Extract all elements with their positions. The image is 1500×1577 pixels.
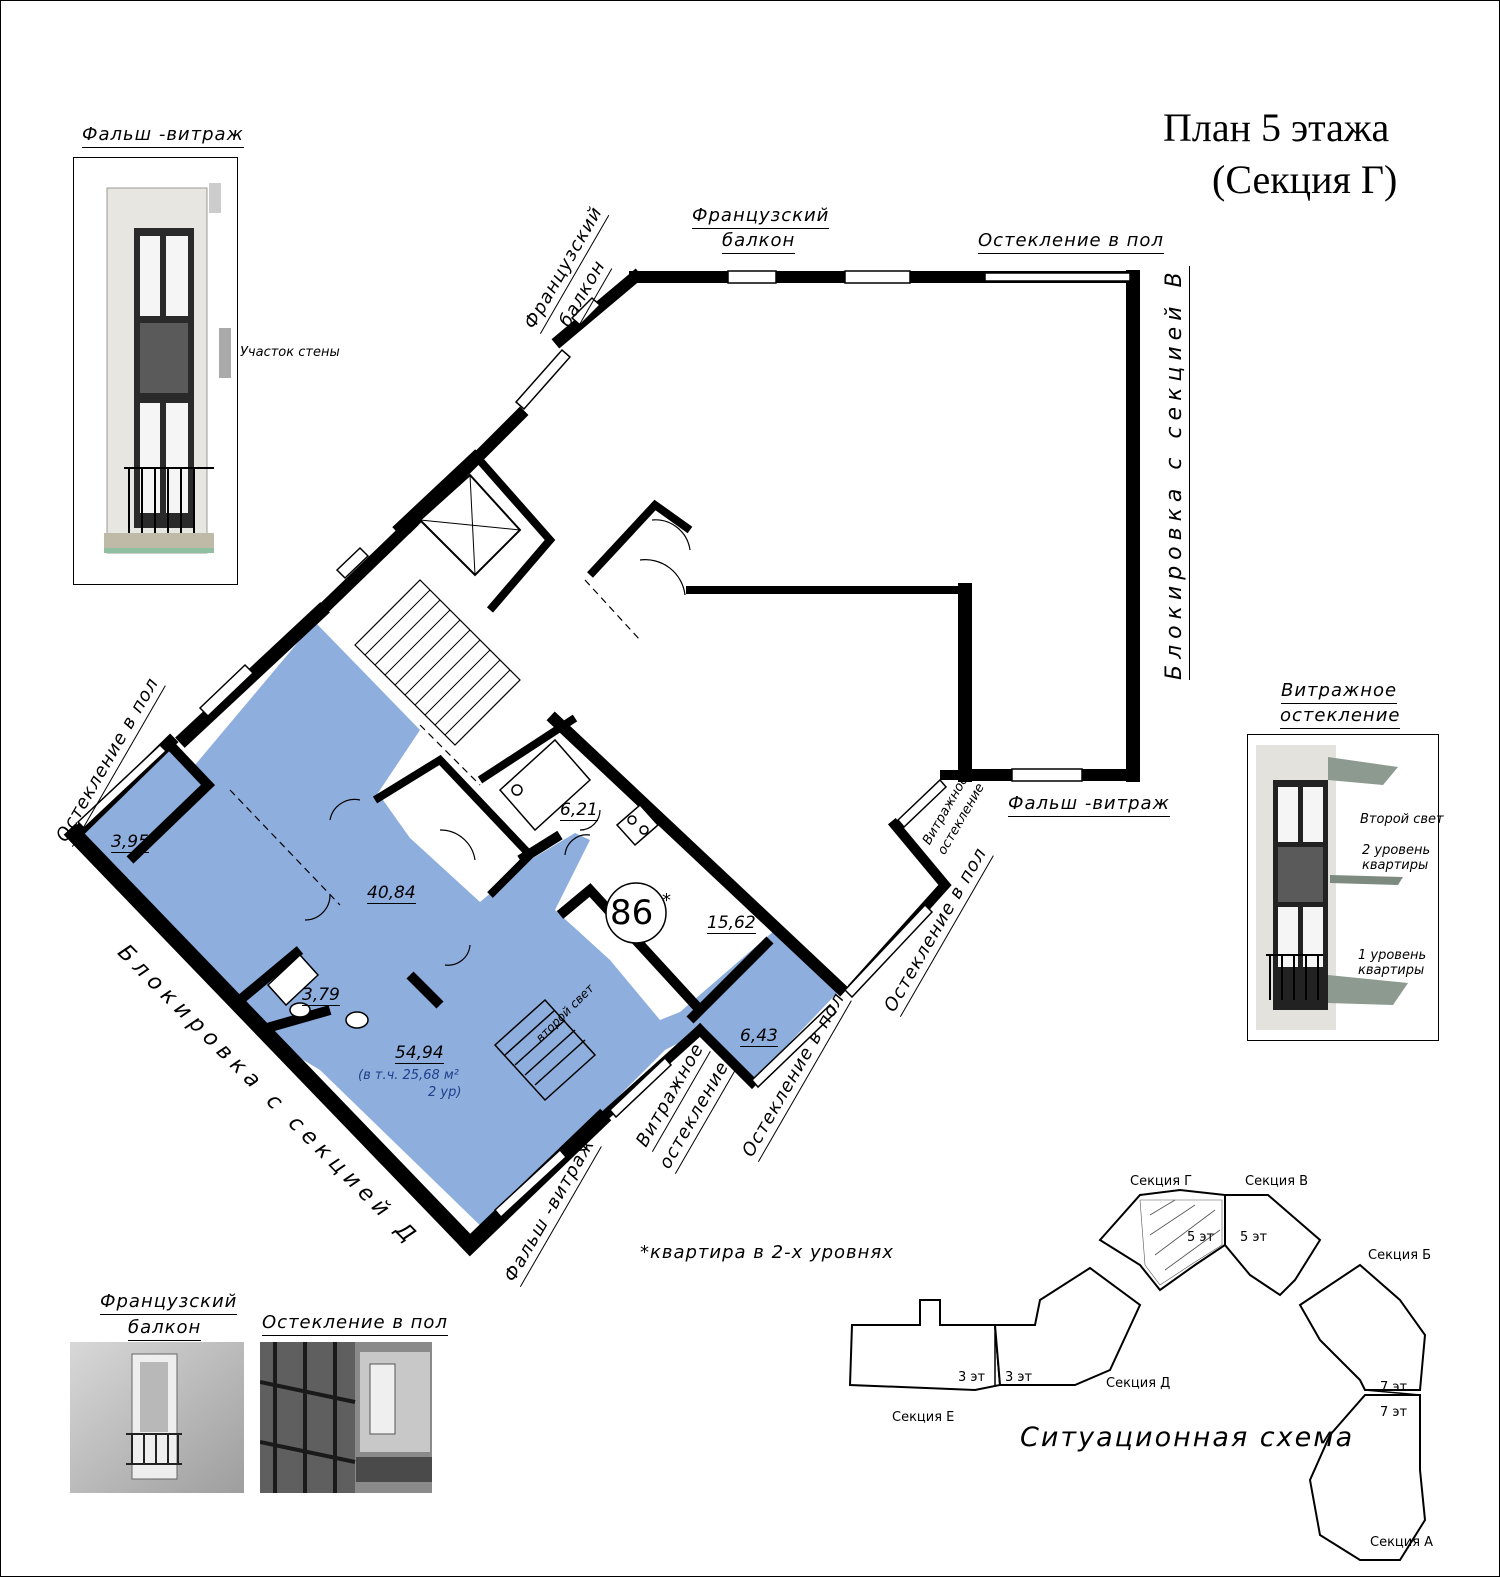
room-note-2: 2 ур) bbox=[428, 1085, 462, 1100]
inset-vitrage-title-2: остекление bbox=[1280, 705, 1401, 729]
schema-label-a: Секция А bbox=[1370, 1535, 1434, 1550]
schema-section-e bbox=[848, 1299, 1002, 1392]
label-level1-1: 1 уровень bbox=[1358, 948, 1427, 963]
wall-wc-2 bbox=[258, 1005, 332, 1035]
window-top-2 bbox=[844, 270, 911, 284]
room-note-1: (в т.ч. 25,68 м² bbox=[358, 1068, 459, 1083]
window-false-bottom bbox=[493, 1148, 568, 1219]
label-french-balcony-top-1: Французский bbox=[692, 205, 830, 229]
wall-stub-1 bbox=[406, 971, 444, 1009]
inset-false-window-title: Фальш -витраж bbox=[82, 124, 244, 148]
window-diag-2 bbox=[198, 663, 255, 718]
apartment-fill bbox=[75, 622, 840, 1235]
plan-title: План 5 этажа bbox=[1163, 105, 1390, 150]
room-area-4: 54,94 bbox=[395, 1043, 444, 1064]
wc-fixtures bbox=[266, 953, 369, 1029]
wall-east-diag bbox=[546, 711, 849, 997]
schema-section-d bbox=[993, 1266, 1142, 1386]
room-area-5: 6,21 bbox=[560, 800, 598, 821]
room-area-3: 3,79 bbox=[302, 985, 340, 1006]
schema-section-v bbox=[1224, 1194, 1322, 1297]
schema-label-b: Секция Б bbox=[1368, 1248, 1432, 1263]
glazing-left bbox=[76, 743, 168, 830]
schema-floors-g: 5 эт bbox=[1187, 1230, 1215, 1245]
wall-hall-door bbox=[517, 830, 563, 865]
schema-outline bbox=[848, 1188, 1427, 1561]
wall-outer-upper bbox=[175, 602, 330, 748]
schema-label-g: Секция Г bbox=[1130, 1174, 1193, 1189]
window-diag-1 bbox=[514, 348, 572, 411]
schema-section-a bbox=[1308, 1394, 1427, 1561]
room-area-7: 6,43 bbox=[740, 1026, 778, 1047]
schema-section-b bbox=[1298, 1263, 1427, 1391]
schema-title: Ситуационная схема bbox=[1020, 1422, 1355, 1453]
wall-outer-left bbox=[63, 823, 482, 1257]
plan-subtitle: (Секция Г) bbox=[1212, 157, 1398, 202]
wall-hall-lower bbox=[372, 754, 536, 898]
schema-hatch-area bbox=[1139, 1199, 1223, 1286]
inset-french-title-2: балкон bbox=[128, 1317, 202, 1341]
dashed-boundaries bbox=[229, 579, 641, 906]
wall-room-395 bbox=[126, 741, 216, 864]
schema-floors-e: 3 эт bbox=[958, 1370, 986, 1385]
wall-diag-north bbox=[401, 406, 529, 534]
schema-label-e: Секция Е bbox=[892, 1410, 955, 1425]
room-area-2: 40,84 bbox=[367, 883, 416, 904]
label-wall-part: Участок стены bbox=[240, 345, 340, 360]
schema-floors-d: 3 эт bbox=[1005, 1370, 1033, 1385]
window-diag-french bbox=[570, 296, 602, 327]
label-level2-2: квартиры bbox=[1362, 858, 1429, 873]
label-floor-glazing-top: Остекление в пол bbox=[978, 230, 1164, 254]
room-area-6: 15,62 bbox=[707, 913, 756, 934]
window-vitrage-bottom bbox=[608, 1056, 673, 1119]
wall-room-1562 bbox=[556, 883, 704, 1014]
schema-floors-v: 5 эт bbox=[1240, 1230, 1268, 1245]
wall-south-lower bbox=[692, 1022, 760, 1090]
schema-floors-b: 7 эт bbox=[1380, 1380, 1408, 1395]
wall-hall-upper bbox=[587, 499, 693, 578]
wall-elevator bbox=[392, 449, 556, 613]
inset-french-balcony bbox=[70, 1342, 244, 1493]
inset-floor-glazing bbox=[260, 1342, 432, 1493]
label-false-window-right: Фальш -витраж bbox=[1008, 793, 1170, 817]
inset-vitrage-title-1: Витражное bbox=[1281, 680, 1398, 704]
glazing-top-right bbox=[984, 272, 1131, 282]
apartment-star: * bbox=[662, 890, 672, 911]
label-french-balcony-top-2: балкон bbox=[722, 230, 796, 254]
stair-interior bbox=[493, 998, 597, 1102]
wall-outer-stair bbox=[311, 516, 419, 621]
label-second-light: Второй свет bbox=[1360, 812, 1444, 827]
bathtub bbox=[498, 738, 592, 832]
window-bottom-right bbox=[1011, 768, 1083, 782]
window-french-top bbox=[727, 270, 777, 284]
inset-french-title-1: Французский bbox=[100, 1291, 238, 1315]
schema-dividers bbox=[994, 1195, 1421, 1396]
room-area-1: 3,95 bbox=[111, 832, 149, 853]
label-level1-2: квартиры bbox=[1358, 963, 1425, 978]
schema-label-d: Секция Д bbox=[1106, 1376, 1171, 1391]
label-level2-1: 2 уровень bbox=[1362, 843, 1431, 858]
schema-label-v: Секция В bbox=[1245, 1174, 1309, 1189]
inset-vitrage bbox=[1247, 734, 1439, 1041]
schema-floors-a: 7 эт bbox=[1380, 1405, 1408, 1420]
wall-bath-top bbox=[477, 714, 578, 784]
apartment-number: 86 bbox=[610, 893, 654, 933]
glazing-bottom bbox=[750, 1003, 838, 1089]
wall-room-643 bbox=[686, 936, 774, 1024]
inset-floor-glazing-title: Остекление в пол bbox=[262, 1312, 448, 1336]
stair-treads bbox=[364, 589, 511, 736]
schema-hatch bbox=[1149, 1199, 1221, 1271]
footnote: *квартира в 2-х уровнях bbox=[640, 1242, 894, 1263]
glazing-right-notch bbox=[843, 903, 934, 999]
kitchen-stove bbox=[615, 803, 660, 847]
apartment-number-circle bbox=[605, 882, 667, 944]
door-swings bbox=[304, 519, 691, 966]
inset-false-window bbox=[73, 157, 238, 585]
window-diag-stair bbox=[335, 546, 370, 580]
window-vitrage-right bbox=[896, 778, 948, 829]
wall-wc-1 bbox=[236, 946, 304, 1004]
